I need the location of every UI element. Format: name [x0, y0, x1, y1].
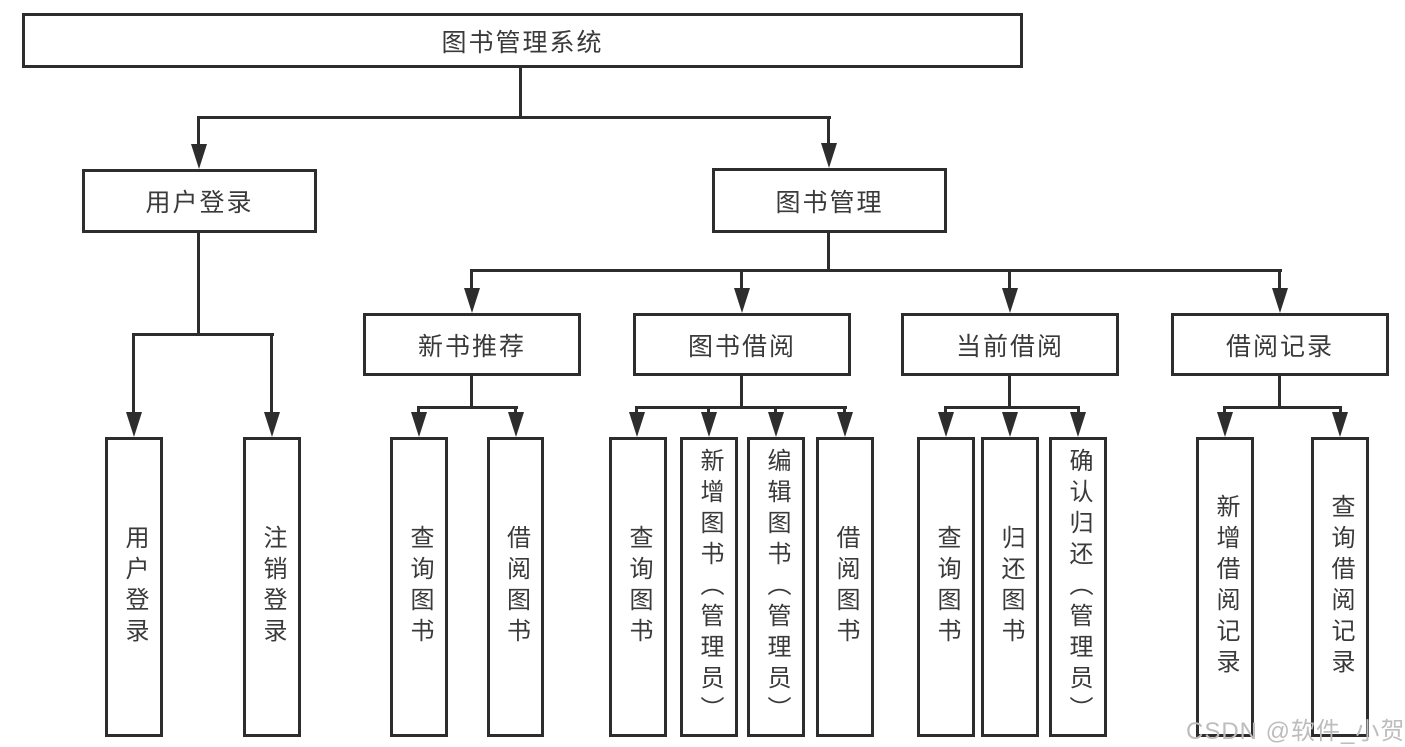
arrow-down-icon — [938, 412, 954, 437]
node-new-book-recommend: 新书推荐 — [363, 313, 581, 376]
arrow-down-icon — [411, 412, 427, 437]
node-new-book-recommend-label: 新书推荐 — [417, 332, 526, 361]
leaf-query-book-current-label: 查询图书 — [933, 525, 960, 649]
connector-line — [635, 406, 847, 409]
arrow-down-icon — [126, 412, 142, 437]
leaf-logout-label: 注销登录 — [259, 525, 286, 649]
node-book-management: 图书管理 — [712, 168, 947, 233]
node-current-borrow: 当前借阅 — [901, 313, 1119, 376]
leaf-add-borrow-record: 新增借阅记录 — [1196, 437, 1254, 737]
arrow-down-icon — [629, 412, 645, 437]
node-root-label: 图书管理系统 — [441, 28, 604, 57]
arrow-down-icon — [1002, 412, 1018, 437]
leaf-query-borrow-record-label: 查询借阅记录 — [1327, 494, 1354, 680]
arrow-down-icon — [821, 143, 837, 168]
connector-line — [740, 269, 743, 291]
connector-line — [470, 269, 1282, 272]
leaf-user-login-label: 用户登录 — [121, 525, 148, 649]
connector-line — [774, 406, 777, 416]
connector-line — [519, 68, 522, 118]
arrow-down-icon — [508, 412, 524, 437]
connector-line — [827, 116, 830, 146]
leaf-borrow-book: 借阅图书 — [816, 437, 874, 737]
leaf-query-book-borrow-label: 查询图书 — [625, 525, 652, 649]
arrow-down-icon — [837, 412, 853, 437]
connector-line — [707, 406, 710, 416]
connector-line — [470, 269, 473, 291]
csdn-watermark: CSDN @软件_小贺同学 — [1186, 718, 1405, 745]
connector-line — [1223, 406, 1342, 409]
connector-line — [843, 406, 846, 416]
connector-line — [197, 116, 200, 146]
connector-line — [1008, 376, 1011, 409]
arrow-down-icon — [1002, 288, 1018, 313]
node-current-borrow-label: 当前借阅 — [955, 332, 1064, 361]
node-borrow-record-label: 借阅记录 — [1225, 332, 1334, 361]
connector-line — [1008, 269, 1011, 291]
connector-line — [944, 406, 1080, 409]
leaf-query-book-borrow: 查询图书 — [609, 437, 667, 737]
arrow-down-icon — [734, 288, 750, 313]
connector-line — [827, 233, 830, 272]
leaf-confirm-return-admin: 确认归还（管理员） — [1049, 437, 1107, 737]
node-user-login-label: 用户登录 — [145, 189, 254, 217]
connector-line — [197, 116, 831, 119]
connector-line — [132, 333, 274, 336]
leaf-return-book: 归还图书 — [981, 437, 1039, 737]
arrow-down-icon — [701, 412, 717, 437]
leaf-query-book-recommend: 查询图书 — [390, 437, 448, 737]
leaf-add-book-admin: 新增图书（管理员） — [680, 437, 738, 737]
leaf-query-book-current: 查询图书 — [917, 437, 975, 737]
arrow-down-icon — [1272, 288, 1288, 313]
arrow-down-icon — [264, 412, 280, 437]
node-borrow-record: 借阅记录 — [1171, 313, 1389, 376]
arrow-down-icon — [1070, 412, 1086, 437]
connector-line — [944, 406, 947, 416]
connector-line — [417, 406, 420, 416]
leaf-logout: 注销登录 — [243, 437, 301, 737]
arrow-down-icon — [464, 288, 480, 313]
connector-line — [1278, 269, 1281, 291]
leaf-user-login: 用户登录 — [105, 437, 163, 737]
connector-line — [1077, 406, 1080, 416]
node-book-borrow: 图书借阅 — [633, 313, 851, 376]
connector-line — [1339, 406, 1342, 416]
connector-line — [197, 232, 200, 336]
connector-line — [514, 406, 517, 416]
leaf-add-borrow-record-label: 新增借阅记录 — [1212, 494, 1239, 680]
connector-line — [470, 376, 473, 409]
node-root: 图书管理系统 — [22, 13, 1023, 68]
arrow-down-icon — [1217, 412, 1233, 437]
leaf-query-borrow-record: 查询借阅记录 — [1311, 437, 1369, 737]
leaf-confirm-return-admin-label: 确认归还（管理员） — [1065, 447, 1092, 727]
connector-line — [1278, 376, 1281, 409]
leaf-edit-book-admin-label: 编辑图书（管理员） — [763, 447, 790, 727]
connector-line — [132, 333, 135, 413]
leaf-borrow-book-recommend: 借阅图书 — [487, 437, 544, 737]
arrow-down-icon — [191, 144, 207, 169]
arrow-down-icon — [768, 412, 784, 437]
leaf-query-book-recommend-label: 查询图书 — [406, 525, 433, 649]
connector-line — [635, 406, 638, 416]
leaf-borrow-book-label: 借阅图书 — [832, 525, 859, 649]
connector-line — [270, 333, 273, 413]
connector-line — [1223, 406, 1226, 416]
connector-line — [417, 406, 518, 409]
connector-line — [740, 376, 743, 409]
arrow-down-icon — [1332, 412, 1348, 437]
node-user-login: 用户登录 — [82, 169, 317, 233]
leaf-edit-book-admin: 编辑图书（管理员） — [747, 437, 805, 737]
leaf-add-book-admin-label: 新增图书（管理员） — [696, 447, 723, 727]
node-book-borrow-label: 图书借阅 — [687, 332, 796, 361]
leaf-borrow-book-recommend-label: 借阅图书 — [502, 525, 530, 649]
node-book-management-label: 图书管理 — [775, 188, 884, 217]
leaf-return-book-label: 归还图书 — [997, 525, 1024, 649]
